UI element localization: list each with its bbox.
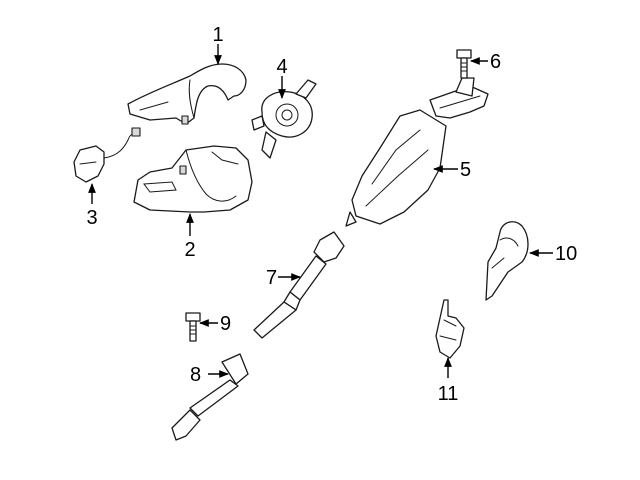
part-3-sensor: [73, 127, 141, 183]
callout-labels: 1 2 3 4 5 6 7 8 9 10 11: [86, 24, 577, 405]
callout-2: 2: [184, 239, 195, 261]
callout-9: 9: [220, 313, 231, 335]
part-2-lower-cover: [133, 145, 253, 213]
callout-6: 6: [490, 51, 501, 73]
part-5-column-housing: [345, 77, 489, 227]
callout-8: 8: [190, 364, 201, 386]
part-10-boot: [485, 221, 529, 301]
part-8-lower-shaft: [171, 353, 249, 441]
callout-7: 7: [266, 267, 277, 289]
leader-lines: [88, 44, 553, 378]
part-6-bolt: [456, 49, 472, 79]
part-4-clockspring: [251, 79, 317, 159]
callout-1: 1: [212, 24, 223, 46]
callout-4: 4: [276, 56, 287, 78]
callout-10: 10: [555, 243, 577, 265]
part-1-upper-cover: [127, 63, 247, 125]
callout-11: 11: [438, 383, 459, 405]
part-9-bolt: [185, 312, 201, 342]
part-7-intermediate-shaft: [253, 231, 345, 339]
callout-3: 3: [86, 207, 97, 229]
callout-5: 5: [460, 159, 471, 181]
part-11-bracket: [435, 299, 465, 359]
